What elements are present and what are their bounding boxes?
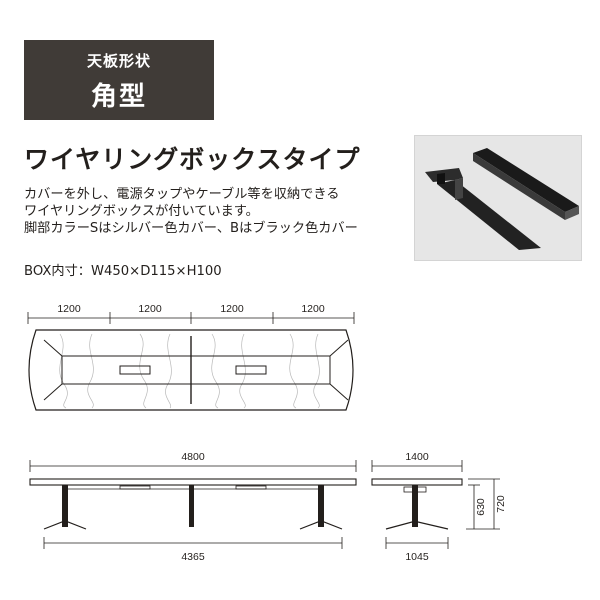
side-elevation [371,478,463,530]
dim-front-inner: 4365 [181,551,205,563]
top-dimension-line [27,312,355,324]
dim-top-2: 1200 [138,303,162,315]
box-wall [455,178,463,200]
front-elevation [29,478,357,530]
badge-caption: 天板形状 [86,52,151,70]
side-dimension-line [371,460,463,472]
front-dimension-line [29,460,357,472]
wiring-box-plan-right [235,365,267,375]
table-top-plan [28,329,354,411]
height-dimension-lines [466,478,500,530]
side-inner-dimension-line [385,537,449,549]
dim-top-4: 1200 [301,303,325,315]
dim-top-3: 1200 [220,303,244,315]
description-line-3: 脚部カラーSはシルバー色カバー、Bはブラック色カバー [24,221,358,236]
dim-side-width: 1400 [405,451,429,463]
dim-height-720: 720 [495,495,507,513]
dim-side-inner: 1045 [405,551,429,563]
description-line-2: ワイヤリングボックスが付いています。 [24,204,259,219]
page-title: ワイヤリングボックスタイプ [24,145,361,174]
wood-grain [59,333,320,409]
cover-side-face [473,153,565,220]
wiring-box-plan-left [119,365,151,375]
cover-top-face [473,148,579,212]
shape-badge: 天板形状 角型 [24,40,214,120]
wiring-box-photo [414,135,582,261]
box-inner-size: BOX内寸：W450×D115×H100 [24,264,222,279]
description: カバーを外し、電源タップやケーブル等を収納できる ワイヤリングボックスが付いてい… [24,186,358,237]
dim-top-1: 1200 [57,303,81,315]
badge-shape-name: 角型 [90,82,147,112]
cover-end-face [565,206,579,220]
description-line-1: カバーを外し、電源タップやケーブル等を収納できる [24,187,340,202]
box-clip [437,173,445,184]
leg-frame-plan [43,336,349,404]
dim-height-630: 630 [475,498,487,516]
dim-front-width: 4800 [181,451,205,463]
front-inner-dimension-line [43,537,343,549]
